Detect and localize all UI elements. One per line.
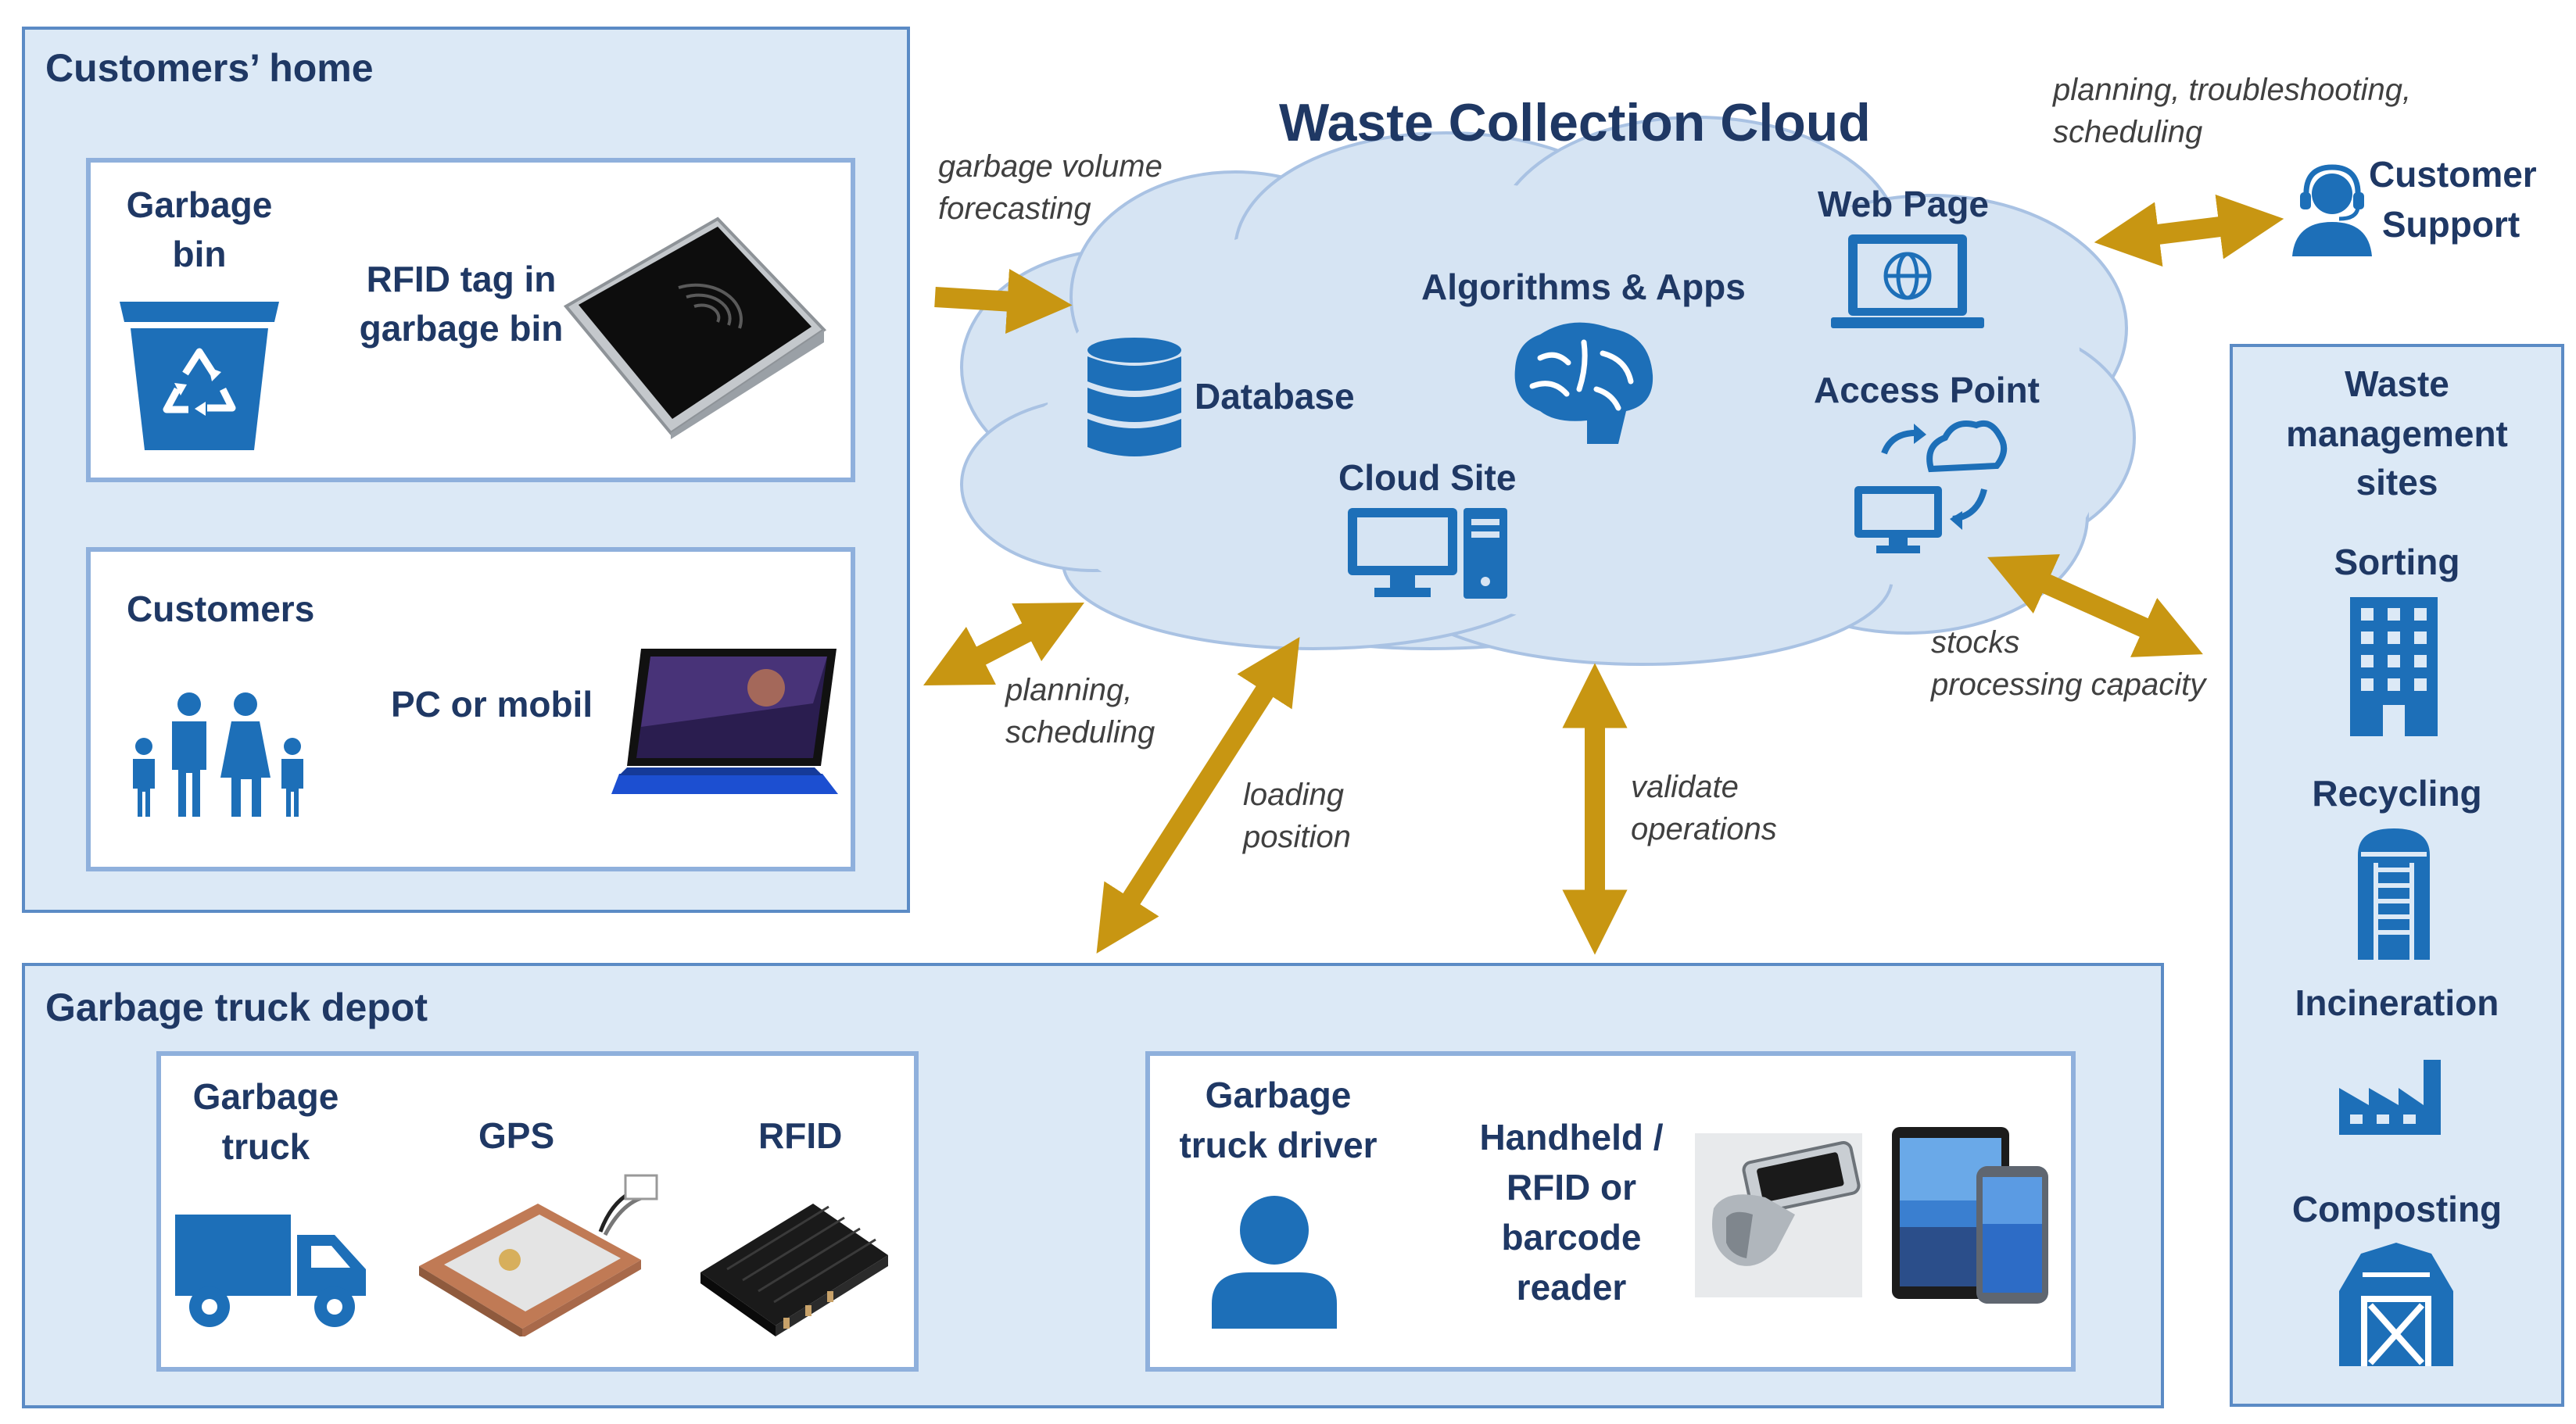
brain-icon <box>1509 319 1657 448</box>
waste-sites-title-3: sites <box>2356 462 2438 503</box>
tablet-phone-image <box>1890 1125 2051 1309</box>
handheld-reader-label-1: Handheld / <box>1479 1117 1664 1157</box>
handheld-reader-label-3: barcode <box>1501 1217 1642 1258</box>
waste-sites-title-1: Waste <box>2345 363 2449 404</box>
support-label-1: planning, troubleshooting, <box>2053 73 2412 107</box>
rfid-tag-label-1: RFID tag in <box>366 259 557 299</box>
customers-title: Customers <box>127 589 315 629</box>
computer-server-icon <box>1346 506 1510 604</box>
rfid-tag-label-2: garbage bin <box>359 308 564 349</box>
recycle-bin-icon <box>113 297 285 457</box>
building-icon <box>2347 596 2441 740</box>
rfid-label: RFID <box>758 1115 843 1156</box>
driver-person-icon <box>1210 1194 1338 1333</box>
garbage-truck-label-1: Garbage <box>192 1076 339 1117</box>
recycling-label: Recycling <box>2312 773 2482 814</box>
truck-driver-label-1: Garbage <box>1205 1075 1352 1115</box>
depot-title: Garbage truck depot <box>45 986 428 1029</box>
planning-label-2: scheduling <box>1005 715 1155 750</box>
rfid-reader-image <box>561 213 827 443</box>
factory-icon <box>2338 1057 2455 1139</box>
validate-label-1: validate <box>1631 770 1739 804</box>
loading-label-2: position <box>1243 820 1351 854</box>
family-icon <box>127 692 314 821</box>
algorithms-apps-label: Algorithms & Apps <box>1421 267 1746 307</box>
access-point-label: Access Point <box>1814 370 2040 410</box>
validate-label-2: operations <box>1631 812 1777 846</box>
cloud-site-label: Cloud Site <box>1338 457 1517 498</box>
incineration-label: Incineration <box>2295 982 2499 1023</box>
database-label: Database <box>1195 376 1355 417</box>
sync-cloud-computer-icon <box>1853 414 2009 559</box>
sorting-label: Sorting <box>2334 542 2460 582</box>
support-label-2: scheduling <box>2053 115 2203 149</box>
waste-sites-title-2: management <box>2286 413 2508 454</box>
gps-module-image <box>413 1172 663 1340</box>
truck-icon <box>174 1211 371 1333</box>
loading-label-1: loading <box>1243 778 1345 812</box>
cloud-title: Waste Collection Cloud <box>1279 93 1871 152</box>
composting-label: Composting <box>2291 1189 2503 1229</box>
handheld-reader-label-4: reader <box>1516 1267 1627 1308</box>
forecast-label-1: garbage volume <box>938 149 1163 184</box>
stocks-label-2: processing capacity <box>1931 667 2206 702</box>
truck-driver-label-2: truck driver <box>1179 1125 1378 1165</box>
gps-label: GPS <box>478 1115 555 1156</box>
headset-agent-icon <box>2289 163 2375 260</box>
barn-icon <box>2338 1241 2455 1370</box>
tablet-device-image <box>610 641 844 805</box>
laptop-globe-icon <box>1829 233 1986 334</box>
garbage-truck-label-2: truck <box>221 1126 310 1167</box>
planning-label-1: planning, <box>1005 673 1133 707</box>
database-icon <box>1087 338 1182 467</box>
stocks-label-1: stocks <box>1931 625 2020 660</box>
web-page-label: Web Page <box>1818 184 1989 224</box>
garbage-bin-label-2: bin <box>172 234 227 274</box>
pc-or-mobile-label: PC or mobil <box>391 684 593 725</box>
handheld-reader-label-2: RFID or <box>1506 1167 1637 1208</box>
customers-home-title: Customers’ home <box>45 46 374 90</box>
garbage-bin-label-1: Garbage <box>126 184 273 225</box>
customer-support-label-1: Customer <box>2369 154 2537 195</box>
rfid-device-image <box>696 1180 891 1340</box>
silo-icon <box>2355 827 2433 964</box>
forecast-label-2: forecasting <box>938 191 1091 226</box>
handheld-scanner-image <box>1695 1133 1862 1301</box>
customer-support-label-2: Support <box>2381 204 2520 245</box>
